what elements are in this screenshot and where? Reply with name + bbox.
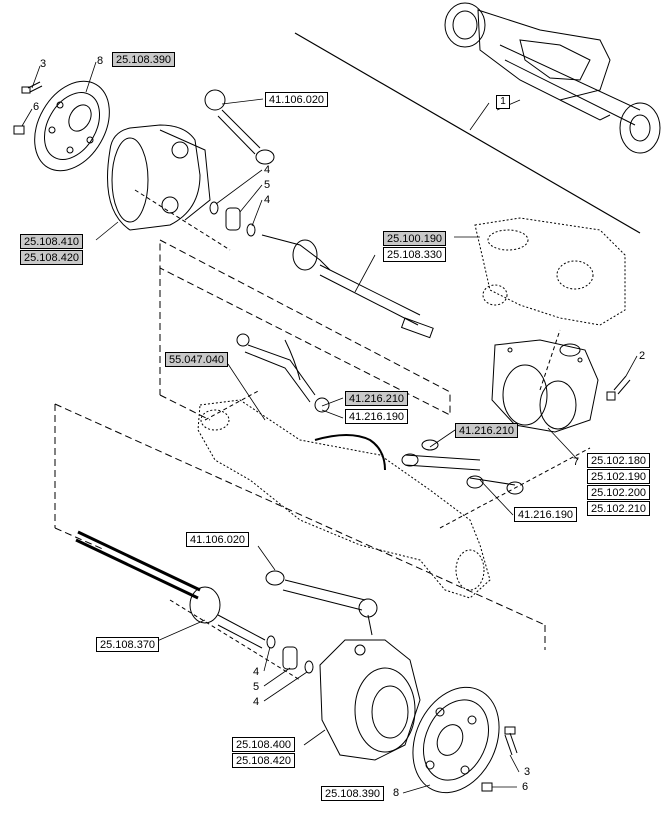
callout-6-bottom: 6 <box>522 781 529 793</box>
callout-7: 7 <box>573 456 580 468</box>
callout-5-lower: 5 <box>253 681 260 693</box>
callout-6-top: 6 <box>33 101 40 113</box>
ref-lower-tie-rod[interactable]: 41.106.020 <box>186 532 250 547</box>
differential-assembly <box>491 339 599 433</box>
lower-planetary-housing <box>319 639 421 761</box>
ref-upper-hub-cover[interactable]: 25.108.390 <box>112 52 176 67</box>
ref-steering-cylinder[interactable]: 55.047.040 <box>165 352 229 367</box>
ref-lower-hub-cover[interactable]: 25.108.390 <box>321 786 385 801</box>
lower-gear-rings <box>266 635 314 674</box>
callout-8-bottom: 8 <box>393 787 400 799</box>
steering-cylinder <box>236 333 330 413</box>
callout-8-top: 8 <box>97 55 104 67</box>
ref-upper-half-shaft[interactable]: 25.108.330 <box>383 247 447 262</box>
ref-lower-planetary-400[interactable]: 25.108.400 <box>232 737 296 752</box>
upper-half-shaft <box>261 234 434 339</box>
callout-2: 2 <box>639 350 646 362</box>
callout-3-bottom: 3 <box>524 766 531 778</box>
ref-upper-tie-rod[interactable]: 41.106.020 <box>265 92 329 107</box>
ref-differential-210[interactable]: 25.102.210 <box>587 501 651 516</box>
axle-assembly-thumbnail <box>444 2 661 154</box>
ref-right-tie-rod-210[interactable]: 41.216.210 <box>455 423 519 438</box>
main-axle-beam <box>197 399 491 599</box>
ref-differential-200[interactable]: 25.102.200 <box>587 485 651 500</box>
hydraulic-pipe <box>314 434 386 471</box>
center-housing <box>474 217 626 326</box>
upper-planetary-housing <box>107 124 211 231</box>
lower-hub-cover <box>412 686 500 794</box>
callout-4-upper-a: 4 <box>264 164 271 176</box>
ref-differential-180[interactable]: 25.102.180 <box>587 453 651 468</box>
callout-3-top: 3 <box>40 58 47 70</box>
callout-5-upper: 5 <box>264 179 271 191</box>
upper-bolt-3 <box>21 81 43 94</box>
upper-dashed-boundary <box>159 239 451 421</box>
ref-cylinder-pin-210[interactable]: 41.216.210 <box>345 391 409 406</box>
upper-hub-cover <box>34 80 110 172</box>
callout-4-lower-b: 4 <box>253 696 260 708</box>
callout-4-upper-b: 4 <box>264 194 271 206</box>
ref-lower-planetary-420[interactable]: 25.108.420 <box>232 753 296 768</box>
ref-lower-half-shaft[interactable]: 25.108.370 <box>96 637 160 652</box>
ref-differential-190[interactable]: 25.102.190 <box>587 469 651 484</box>
ref-right-tie-rod-190[interactable]: 41.216.190 <box>514 507 578 522</box>
upper-gear-rings <box>209 201 256 237</box>
ref-cylinder-pin-190[interactable]: 41.216.190 <box>345 409 409 424</box>
lower-tie-rod <box>265 570 378 636</box>
ref-upper-planetary-420[interactable]: 25.108.420 <box>20 250 84 265</box>
ref-center-housing[interactable]: 25.100.190 <box>383 231 447 246</box>
lower-screw-6 <box>481 782 493 792</box>
lower-dashed-boundary <box>54 403 546 650</box>
separator-line <box>294 32 641 234</box>
callout-4-lower-a: 4 <box>253 666 260 678</box>
lower-bolt-3 <box>504 726 518 756</box>
upper-tie-rod <box>204 89 275 165</box>
leader-lines <box>21 61 638 794</box>
right-tie-rod <box>401 439 524 495</box>
bolt-2 <box>606 375 631 401</box>
centerline-dashes <box>134 189 591 681</box>
callout-1-box: 1 <box>496 95 510 109</box>
upper-screw-6 <box>13 125 25 135</box>
ref-upper-planetary-410[interactable]: 25.108.410 <box>20 234 84 249</box>
lower-half-shaft <box>75 530 266 649</box>
